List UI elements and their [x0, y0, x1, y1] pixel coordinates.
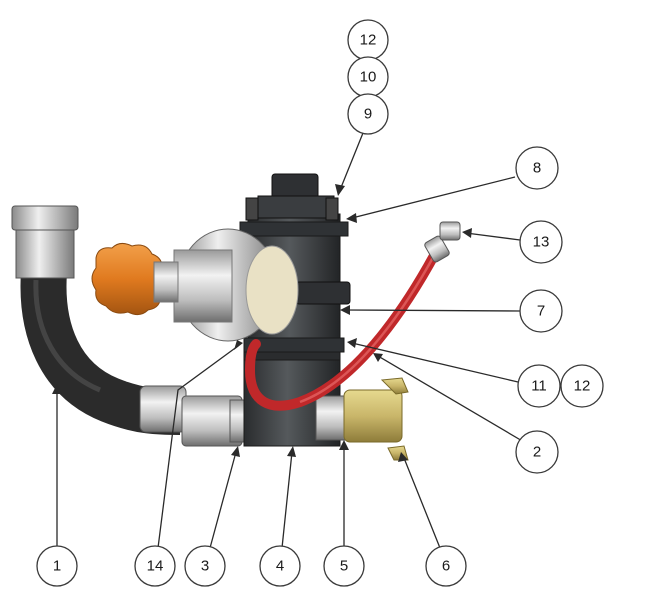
- elbow-fitting: [424, 235, 450, 263]
- callout-1: 1: [36, 545, 78, 587]
- leader-7: [344, 309, 521, 312]
- callout-14: 14: [134, 545, 176, 587]
- callout-2: 2: [515, 430, 559, 474]
- callout-13: 13: [519, 220, 563, 264]
- callout-label: 9: [364, 106, 372, 123]
- callout-9: 9: [347, 93, 389, 135]
- callout-8: 8: [515, 146, 559, 190]
- callout-4: 4: [259, 545, 301, 587]
- callout-label: 8: [533, 160, 541, 177]
- equipment-illustration: [11, 173, 461, 461]
- brass-claw-coupling: [343, 389, 403, 443]
- leader-13: [465, 232, 521, 241]
- callout-label: 1: [53, 558, 61, 575]
- callout-label: 13: [533, 234, 550, 251]
- callout-label: 4: [276, 558, 284, 575]
- leader-3: [209, 451, 237, 549]
- leader-9: [339, 127, 366, 191]
- leader-lines: [52, 127, 525, 549]
- callout-5: 5: [323, 545, 365, 587]
- leader-6: [403, 457, 441, 549]
- callout-7: 7: [519, 289, 563, 333]
- callout-label: 10: [360, 69, 377, 86]
- leader-14: [157, 345, 239, 549]
- hose-hex-nut: [11, 205, 79, 231]
- outlet-nipple: [315, 395, 347, 441]
- callout-label: 12: [574, 378, 591, 395]
- callout-12-top: 12: [347, 19, 389, 61]
- callout-6: 6: [425, 545, 467, 587]
- callouts: 12 10 9 8 13 7 11 12: [36, 19, 604, 587]
- leader-11: [351, 342, 519, 383]
- callout-label: 7: [537, 303, 545, 320]
- leader-8: [351, 176, 516, 219]
- callout-3: 3: [184, 545, 226, 587]
- callout-12-right: 12: [560, 364, 604, 408]
- callout-10: 10: [347, 56, 389, 98]
- callout-label: 3: [201, 558, 209, 575]
- callout-11: 11: [517, 364, 561, 408]
- hose-lower-ferrule: [139, 385, 187, 433]
- callout-label: 6: [442, 558, 450, 575]
- cap-bolt-left: [245, 197, 259, 221]
- side-clamp: [295, 281, 351, 305]
- callout-label: 5: [340, 558, 348, 575]
- leader-4: [281, 451, 293, 549]
- leader-2: [377, 355, 525, 443]
- callout-label: 11: [531, 378, 547, 395]
- hose-ferrule: [15, 221, 75, 279]
- callout-label: 12: [360, 32, 377, 49]
- callout-label: 14: [147, 558, 164, 575]
- cap-bolt-right: [325, 197, 339, 221]
- callout-label: 2: [533, 444, 541, 461]
